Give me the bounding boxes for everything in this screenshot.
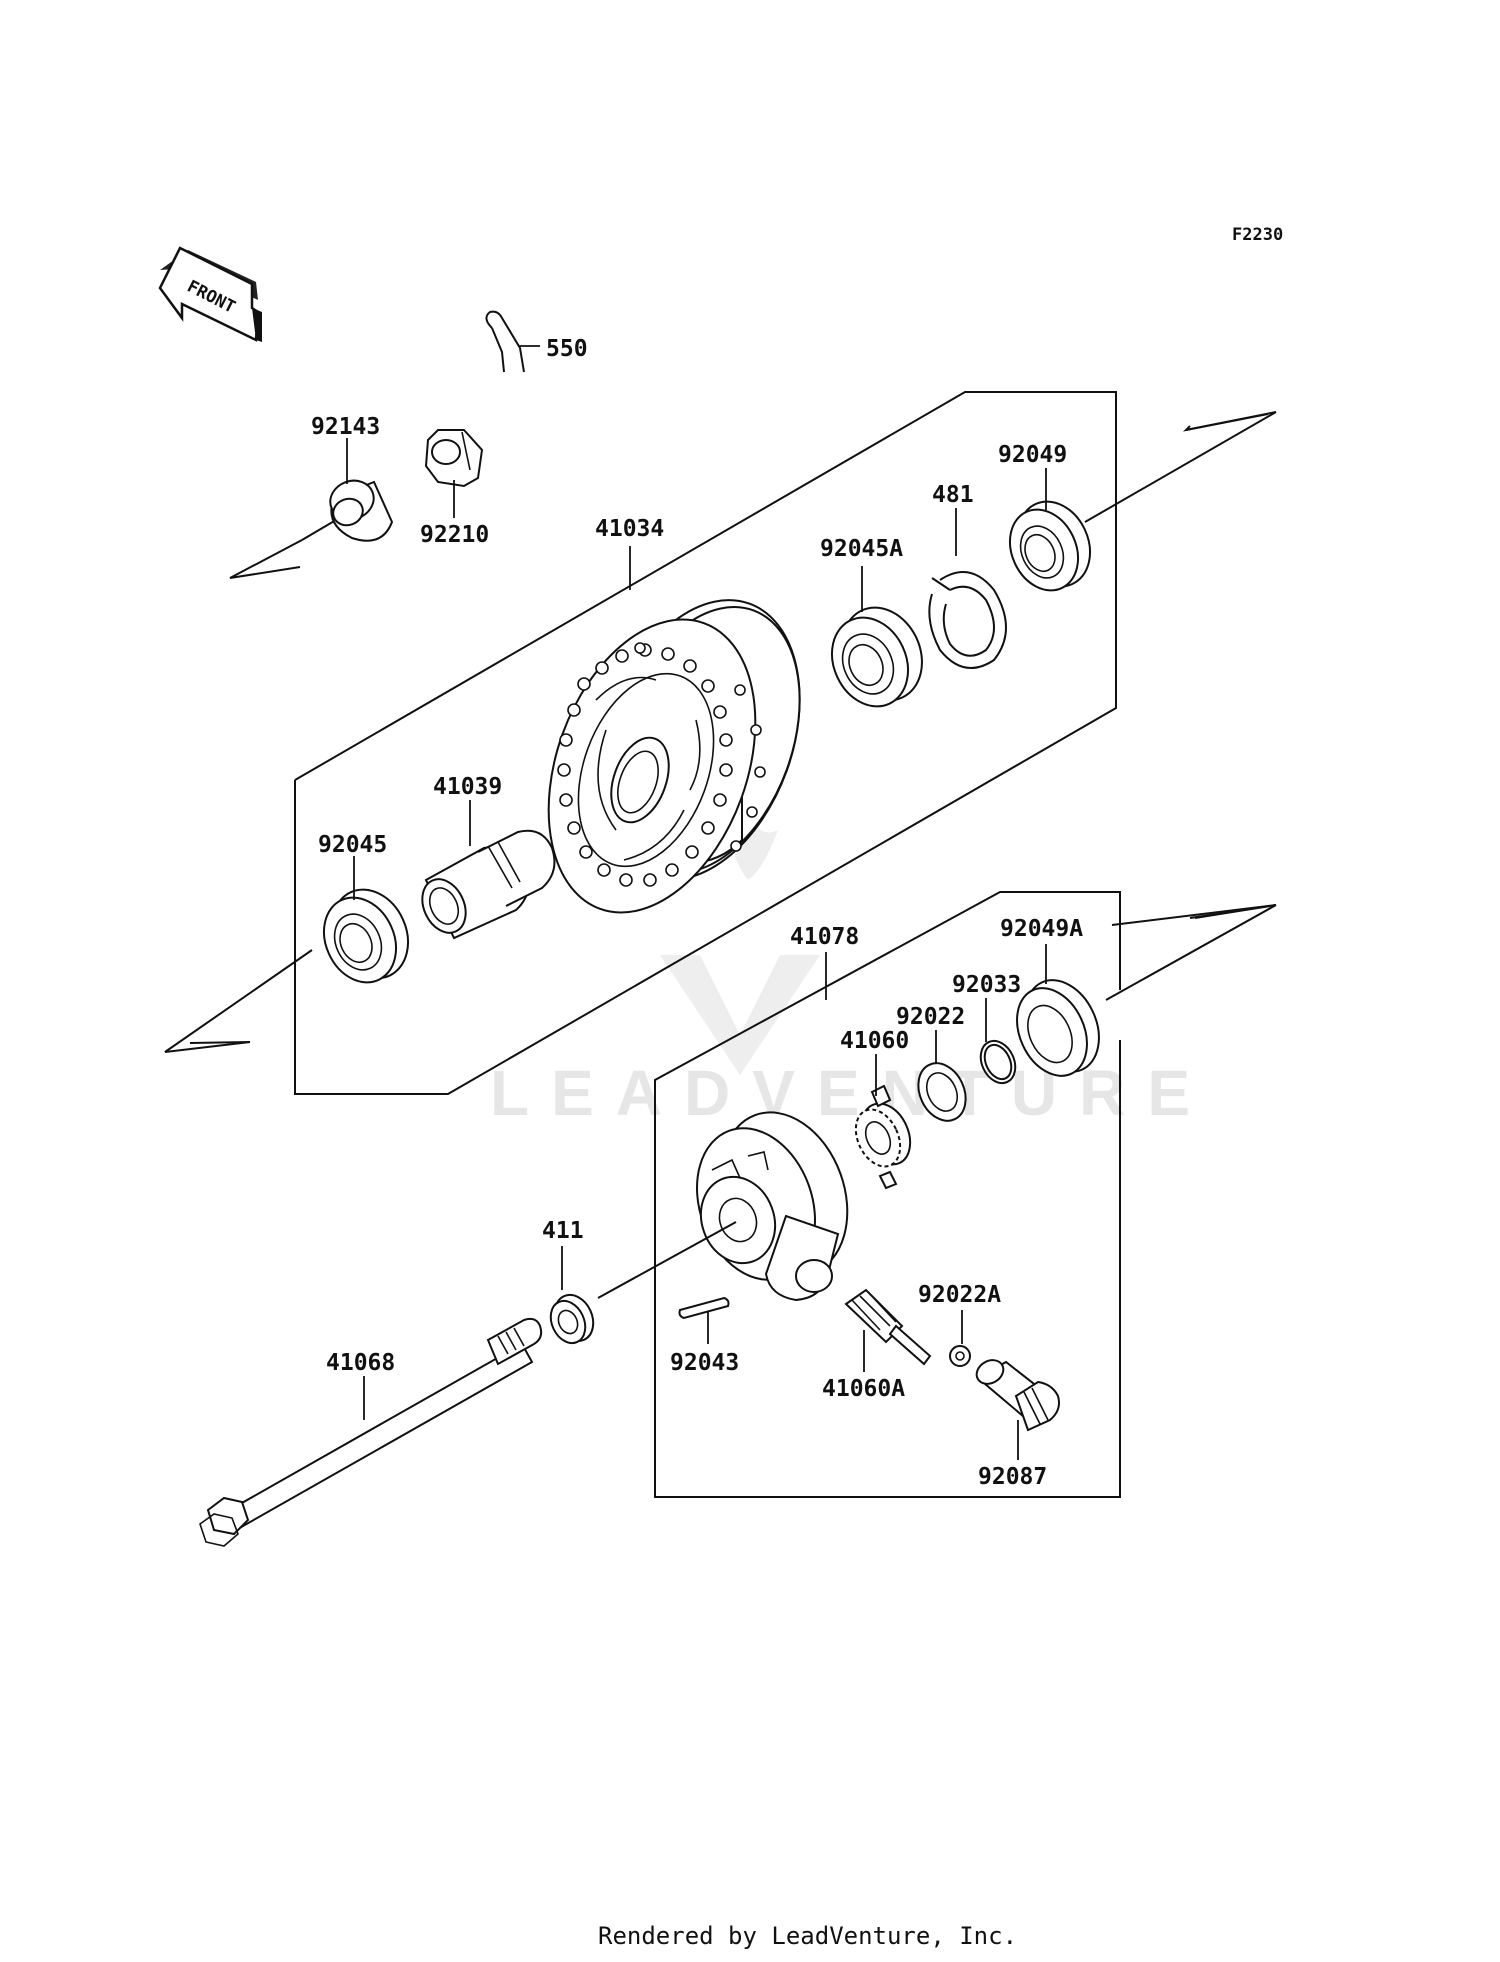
snap-ring-part — [979, 998, 1017, 1085]
part-label-41060[interactable]: 41060 — [840, 1028, 909, 1054]
part-label-41034[interactable]: 41034 — [595, 516, 664, 542]
oil-seal-92049-part — [1008, 468, 1091, 592]
part-label-92210[interactable]: 92210 — [420, 522, 489, 548]
front-arrow-icon: FRONT — [158, 246, 262, 342]
front-hub-part — [547, 546, 801, 914]
collar-part — [329, 438, 394, 542]
part-label-481[interactable]: 481 — [932, 482, 974, 508]
hub-assembly-frame — [164, 391, 1277, 1095]
part-label-41078[interactable]: 41078 — [790, 924, 859, 950]
front-axle-part — [199, 1317, 543, 1547]
footer-credit: Rendered by LeadVenture, Inc. — [598, 1922, 1017, 1950]
pin-part — [678, 1296, 730, 1344]
ball-bearing-92045-part — [323, 856, 409, 984]
part-label-41068[interactable]: 41068 — [326, 1350, 395, 1376]
cotter-pin-part — [485, 310, 540, 373]
ball-bearing-92045a-part — [831, 566, 923, 708]
washer-411-part — [549, 1221, 737, 1345]
spacer-part — [421, 800, 556, 940]
speedometer-gear-part — [854, 1054, 912, 1190]
part-label-92087[interactable]: 92087 — [978, 1464, 1047, 1490]
circlip-part — [928, 508, 1007, 669]
part-label-550[interactable]: 550 — [546, 336, 588, 362]
part-label-92049a[interactable]: 92049A — [1000, 916, 1083, 942]
part-labels: 550 92143 92210 41034 92045A 481 92049 4… — [311, 336, 1083, 1490]
diagram-code: F2230 — [1232, 225, 1283, 245]
part-label-92049[interactable]: 92049 — [998, 442, 1067, 468]
washer-92022-part — [917, 1030, 967, 1122]
part-label-41060a[interactable]: 41060A — [822, 1376, 905, 1402]
speedometer-pinion-part — [844, 1288, 932, 1372]
axle-nut-part — [424, 429, 484, 518]
part-label-92045a[interactable]: 92045A — [820, 536, 903, 562]
part-label-41039[interactable]: 41039 — [433, 774, 502, 800]
part-label-92022a[interactable]: 92022A — [918, 1282, 1001, 1308]
part-label-411[interactable]: 411 — [542, 1218, 584, 1244]
watermark-text: LEADVENTURE — [490, 1057, 1212, 1129]
speedometer-gear-housing-part — [696, 952, 849, 1302]
part-label-92043[interactable]: 92043 — [670, 1350, 739, 1376]
part-label-92143[interactable]: 92143 — [311, 414, 380, 440]
hub-bolt-holes — [557, 642, 766, 887]
part-label-92045[interactable]: 92045 — [318, 832, 387, 858]
part-label-92022[interactable]: 92022 — [896, 1004, 965, 1030]
part-label-92033[interactable]: 92033 — [952, 972, 1021, 998]
oil-seal-92049a-part — [1016, 944, 1100, 1077]
washer-92022a-part — [949, 1310, 971, 1367]
speedometer-housing-frame — [654, 891, 1277, 1498]
bushing-part — [975, 1359, 1060, 1460]
